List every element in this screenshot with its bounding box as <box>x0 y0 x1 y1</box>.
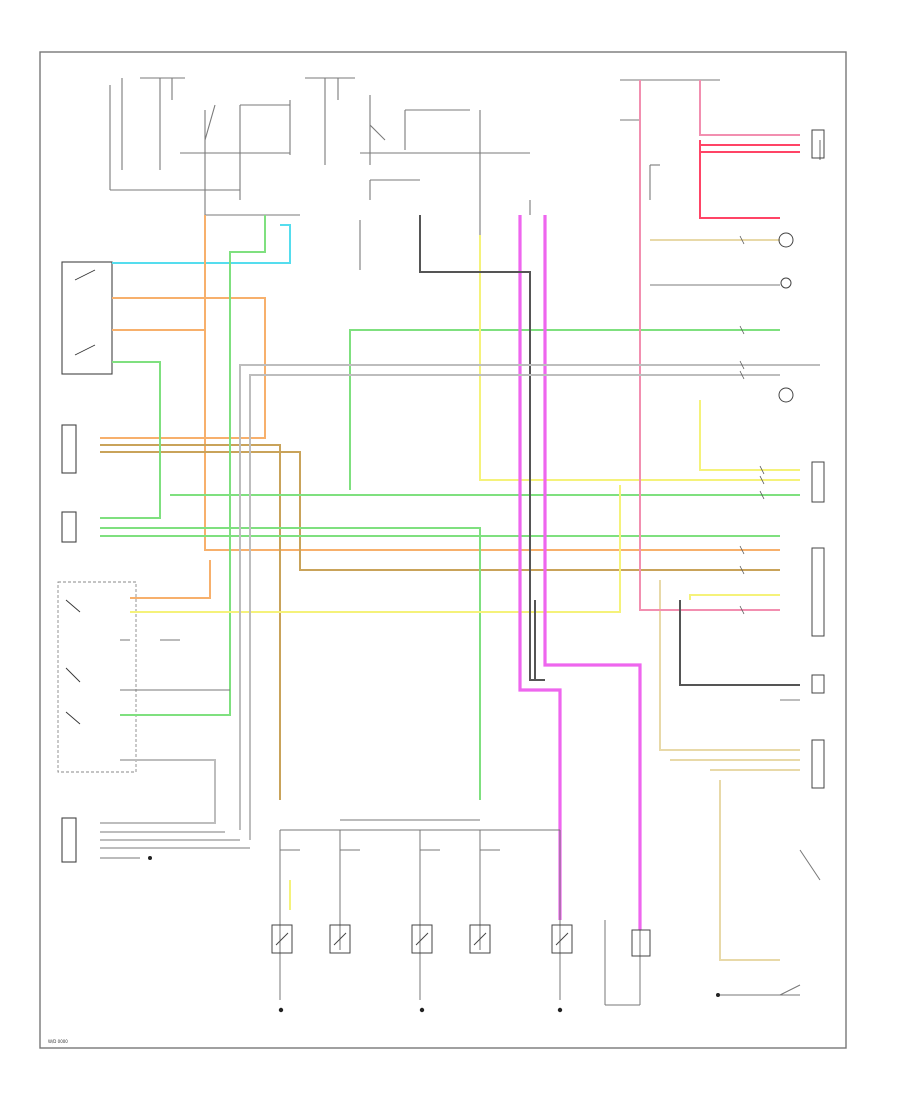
wire-lightgray-2 <box>249 374 780 840</box>
diagram-id-code: W/D 0000 <box>48 1039 68 1044</box>
wire-red <box>699 140 780 219</box>
wire-orange-low <box>130 560 211 599</box>
ground-symbols <box>148 856 720 1013</box>
wire-yellow-4 <box>689 594 780 600</box>
wire-beige-2 <box>659 580 800 751</box>
wire-cyan <box>112 224 291 264</box>
wire-lightgray-1 <box>239 364 820 830</box>
wire-green-6 <box>120 270 231 716</box>
bottom-modules <box>279 819 821 1006</box>
top-fuse-area <box>109 77 821 270</box>
left-components <box>57 261 137 863</box>
wire-green-4 <box>349 329 780 490</box>
wire-yellow-1 <box>479 235 800 481</box>
wire-yellow-3 <box>699 400 800 471</box>
lamp-symbols <box>271 129 825 957</box>
wire-magenta <box>518 215 562 920</box>
wire-green-1 <box>100 361 161 519</box>
wire-darkgray <box>419 215 545 681</box>
wire-pink-2 <box>699 80 800 136</box>
wire-darkgray-2 <box>679 600 800 686</box>
wire-beige-5 <box>719 780 780 961</box>
wire-orange-upper <box>100 297 266 439</box>
connector-ticks <box>739 235 765 615</box>
wire-orange-main <box>204 215 780 551</box>
bottom-left-lines <box>100 639 230 859</box>
wire-lightgray-3 <box>100 759 216 824</box>
wire-green-2 <box>100 527 481 800</box>
switch-box <box>57 581 137 773</box>
wire-tan-2 <box>100 451 780 571</box>
wire-tan-1 <box>100 444 281 800</box>
wire-yellow-2 <box>130 485 621 613</box>
wire-green-top <box>229 215 266 270</box>
wire-pink <box>639 80 780 611</box>
wire-magenta-2 <box>543 215 642 930</box>
diagram-frame <box>39 51 847 1049</box>
